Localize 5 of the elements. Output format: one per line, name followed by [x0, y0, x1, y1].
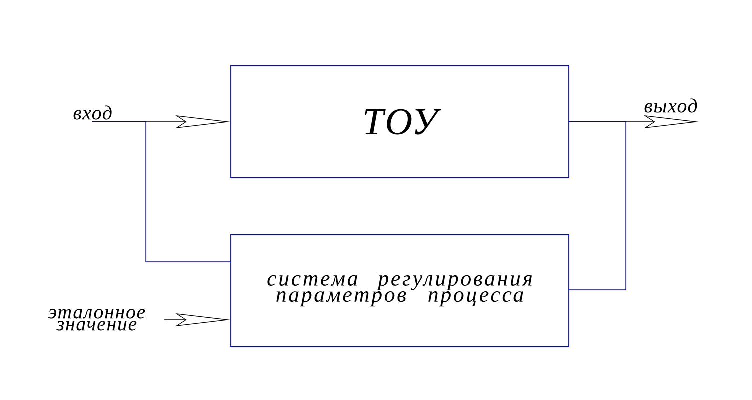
- io-label: вход: [74, 106, 112, 120]
- process-box: ТОУ: [230, 66, 570, 178]
- process-box: система регулирования параметров процесса: [230, 234, 570, 348]
- io-label: эталонное значение: [48, 309, 146, 331]
- io-label: выход: [644, 98, 698, 113]
